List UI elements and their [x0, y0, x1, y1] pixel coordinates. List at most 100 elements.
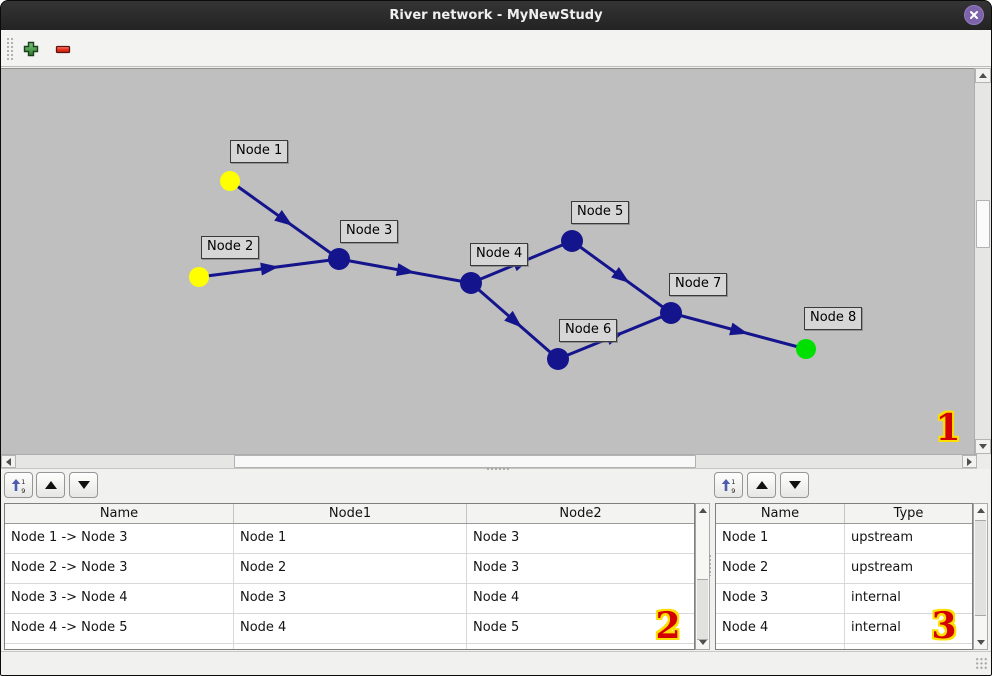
table-cell[interactable]: Node 3 — [473, 530, 520, 545]
links-table-scrollbar[interactable] — [695, 503, 710, 650]
network-canvas[interactable]: Node 1 Node 2 Node 3 Node 4 Node 5 Node 6 Node… — [1, 68, 974, 454]
som-mark-3: 3 — [931, 605, 957, 647]
toolbar-drag-handle[interactable] — [6, 37, 14, 61]
table-row[interactable] — [716, 644, 972, 649]
scrollbar-thumb[interactable] — [234, 455, 696, 468]
down-arrow-icon — [979, 444, 987, 449]
nodes-table-scrollbar[interactable] — [973, 503, 988, 650]
window-title: River network - MyNewStudy — [389, 7, 603, 23]
table-row[interactable]: Node 2 upstream — [716, 554, 972, 584]
node-label[interactable]: Node 7 — [669, 273, 728, 296]
table-cell[interactable]: Node 4 — [234, 614, 467, 643]
column-header[interactable]: Name — [5, 504, 234, 523]
scroll-down-button[interactable] — [975, 439, 991, 454]
table-cell[interactable]: Node 4 — [716, 614, 845, 643]
node-label[interactable]: Node 2 — [201, 236, 260, 259]
table-cell[interactable]: Node 2 -> Node 3 — [5, 554, 234, 583]
table-cell[interactable]: Node 4 -> Node 5 — [5, 614, 234, 643]
column-header[interactable]: Node1 — [234, 504, 467, 523]
pane-splitter-handle[interactable] — [486, 467, 510, 471]
network-node[interactable] — [547, 348, 569, 370]
table-cell[interactable]: Node 3 — [473, 560, 520, 575]
node-label[interactable]: Node 6 — [559, 319, 618, 342]
column-header[interactable]: Name — [716, 504, 845, 523]
column-header[interactable]: Type — [893, 506, 924, 521]
nodes-move-up-button[interactable] — [747, 472, 776, 498]
canvas-horizontal-scrollbar[interactable] — [1, 454, 977, 469]
titlebar[interactable]: River network - MyNewStudy — [0, 0, 992, 30]
network-node[interactable] — [328, 248, 350, 270]
links-move-up-button[interactable] — [36, 472, 65, 498]
edge-arrowhead-icon — [504, 310, 523, 328]
network-node[interactable] — [189, 267, 209, 287]
column-header[interactable]: Node2 — [559, 506, 602, 521]
table-row[interactable]: Node 1 upstream — [716, 524, 972, 554]
table-row[interactable]: Node 4 internal — [716, 614, 972, 644]
table-cell[interactable]: Node 4 — [473, 590, 520, 605]
node-label[interactable]: Node 1 — [230, 140, 289, 163]
table-cell[interactable]: internal — [851, 590, 901, 605]
network-node[interactable] — [220, 171, 240, 191]
nodes-sort-button[interactable]: 1 9 — [714, 472, 743, 498]
up-arrow-icon — [979, 73, 987, 78]
table-row[interactable]: Node 3 internal — [716, 584, 972, 614]
status-bar — [0, 651, 992, 674]
table-cell[interactable]: Node 1 — [234, 524, 467, 553]
table-splitter-handle[interactable] — [708, 554, 712, 576]
table-cell[interactable]: Node 3 -> Node 4 — [5, 584, 234, 613]
som-mark-1: 1 — [935, 407, 961, 449]
scroll-left-button[interactable] — [1, 455, 16, 468]
network-node[interactable] — [796, 339, 816, 359]
table-cell[interactable]: Node 5 — [473, 620, 520, 635]
scrollbar-thumb[interactable] — [975, 520, 986, 616]
network-node[interactable] — [660, 302, 682, 324]
add-button[interactable] — [20, 38, 42, 60]
edge-arrowhead-icon — [274, 210, 293, 226]
network-node[interactable] — [561, 230, 583, 252]
table-cell[interactable] — [234, 644, 467, 649]
close-button[interactable] — [964, 5, 984, 25]
table-row[interactable] — [5, 644, 694, 649]
down-arrow-icon — [77, 481, 90, 489]
node-label[interactable]: Node 4 — [470, 243, 529, 266]
scrollbar-thumb[interactable] — [697, 579, 708, 640]
canvas-vertical-scrollbar[interactable] — [974, 68, 991, 454]
network-node[interactable] — [460, 272, 482, 294]
table-cell[interactable]: Node 3 — [716, 584, 845, 613]
node-label[interactable]: Node 8 — [804, 307, 863, 330]
nodes-move-down-button[interactable] — [780, 472, 809, 498]
scroll-right-button[interactable] — [962, 455, 977, 468]
node-label[interactable]: Node 3 — [340, 220, 399, 243]
remove-button[interactable] — [52, 38, 74, 60]
node-label[interactable]: Node 5 — [571, 201, 630, 224]
svg-text:1: 1 — [731, 478, 735, 486]
table-cell[interactable] — [5, 644, 234, 649]
resize-grip-icon[interactable] — [975, 657, 988, 670]
table-cell[interactable]: internal — [851, 620, 901, 635]
links-sort-button[interactable]: 1 9 — [4, 472, 33, 498]
scroll-up-button[interactable] — [975, 68, 991, 83]
table-cell[interactable]: Node 1 -> Node 3 — [5, 524, 234, 553]
som-mark-2: 2 — [655, 605, 681, 647]
links-move-down-button[interactable] — [69, 472, 98, 498]
up-arrow-icon — [977, 508, 985, 513]
table-cell[interactable]: Node 3 — [234, 584, 467, 613]
main-toolbar — [0, 30, 992, 67]
table-cell[interactable]: upstream — [851, 530, 914, 545]
table-header-row: Name Type — [716, 504, 972, 524]
edge-arrowhead-icon — [395, 263, 415, 276]
table-cell[interactable]: upstream — [851, 560, 914, 575]
scrollbar-thumb[interactable] — [976, 200, 990, 248]
table-cell[interactable]: Node 1 — [716, 524, 845, 553]
table-cell[interactable]: Node 2 — [716, 554, 845, 583]
table-cell[interactable]: Node 2 — [234, 554, 467, 583]
table-cell[interactable] — [716, 644, 845, 649]
